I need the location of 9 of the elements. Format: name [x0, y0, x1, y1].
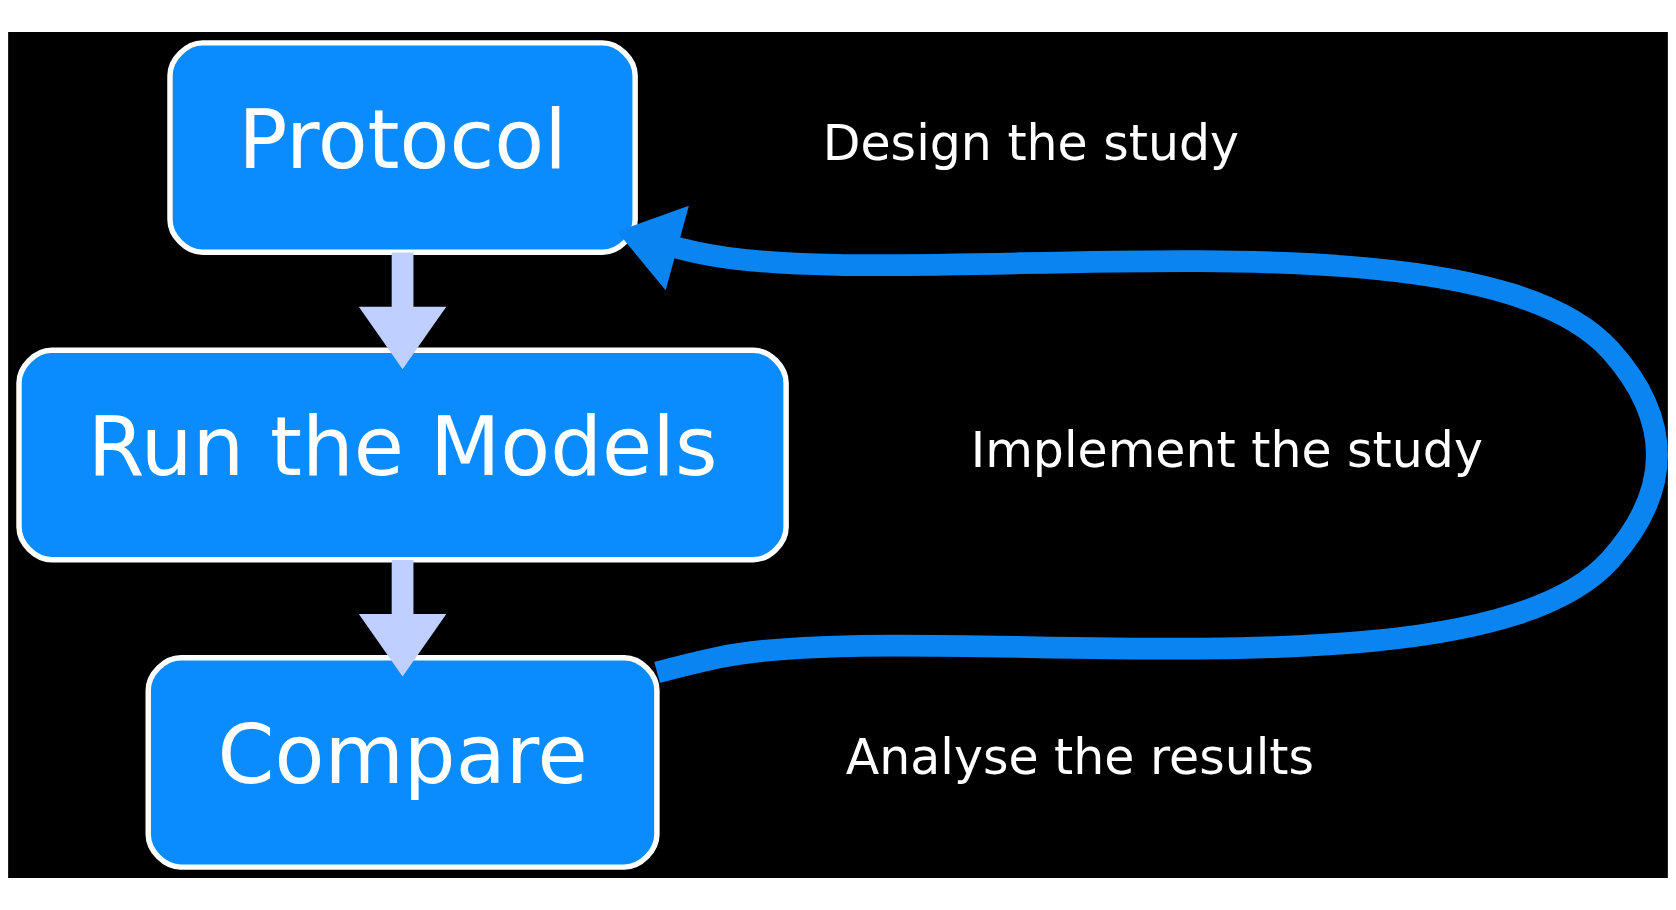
arrow	[358, 252, 447, 370]
node-label: Analyse the results	[845, 729, 1314, 787]
node-label: Design the study	[822, 114, 1240, 172]
node-box: Compare	[145, 654, 660, 870]
arrow	[617, 205, 1668, 684]
node-box: Run the Models	[16, 347, 789, 563]
arrow	[358, 559, 447, 677]
node-label: Implement the study	[970, 421, 1483, 479]
node-box: Protocol	[167, 40, 638, 256]
